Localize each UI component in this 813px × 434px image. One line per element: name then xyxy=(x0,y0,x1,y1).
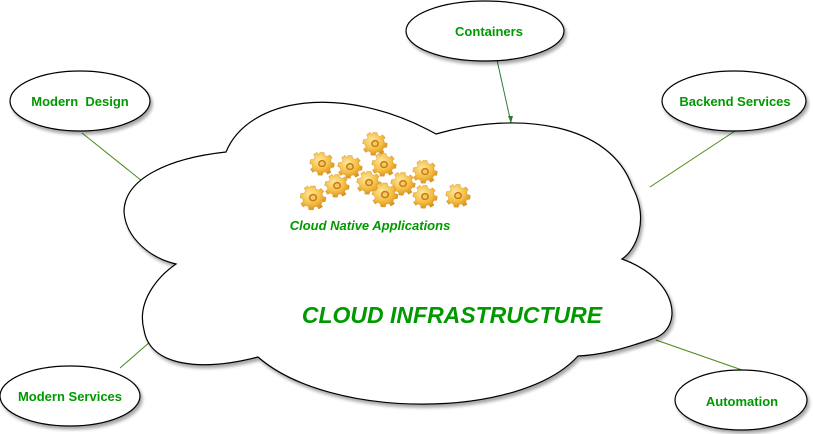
connector-automation xyxy=(655,339,743,371)
node-label: Containers xyxy=(455,24,523,39)
node-modern-design[interactable]: Modern Design xyxy=(9,70,151,132)
node-label: Modern Design xyxy=(31,94,129,109)
node-automation[interactable]: Automation xyxy=(674,369,808,431)
cloud-shape xyxy=(123,101,673,405)
connector-backend-services xyxy=(649,130,736,188)
node-label: Automation xyxy=(706,394,778,409)
node-backend-services[interactable]: Backend Services xyxy=(661,70,807,132)
node-containers[interactable]: Containers xyxy=(405,0,565,62)
arrowhead-containers xyxy=(508,116,513,123)
node-label: Backend Services xyxy=(679,94,790,109)
node-label: Modern Services xyxy=(18,389,122,404)
node-modern-services[interactable]: Modern Services xyxy=(0,365,141,427)
center-subtitle: Cloud Native Applications xyxy=(290,218,451,233)
connector-modern-design xyxy=(81,132,143,182)
center-title: CLOUD INFRASTRUCTURE xyxy=(302,302,603,328)
connector-containers xyxy=(496,59,512,124)
